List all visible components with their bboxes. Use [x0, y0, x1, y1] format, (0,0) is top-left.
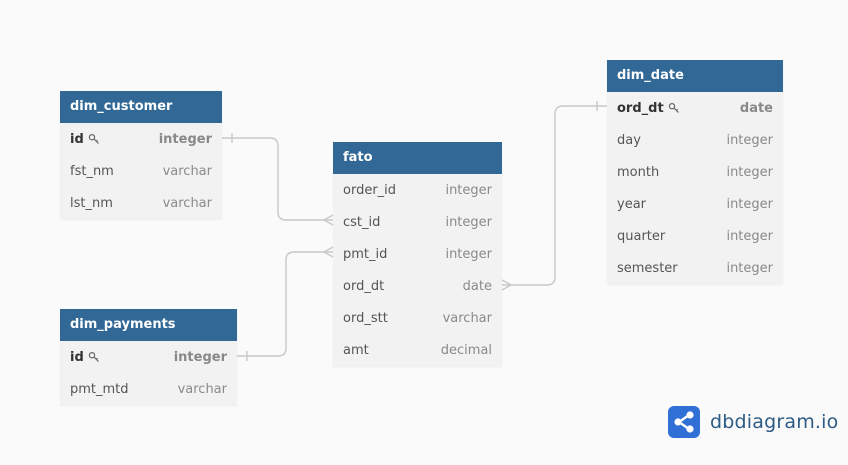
column-row[interactable]: ord_dt date — [607, 92, 783, 124]
column-name: lst_nm — [70, 196, 113, 211]
column-name-text: id — [70, 131, 84, 147]
column-row[interactable]: id integer — [60, 123, 222, 155]
column-name-text: id — [70, 349, 84, 365]
column-name: month — [617, 165, 659, 180]
column-name-text: ord_stt — [343, 310, 388, 326]
column-name: ord_stt — [343, 311, 388, 326]
column-type: integer — [726, 196, 773, 212]
column-type: integer — [445, 182, 492, 198]
column-name-text: month — [617, 164, 660, 180]
column-name: pmt_mtd — [70, 382, 129, 397]
table-header[interactable]: fato — [333, 142, 502, 174]
column-name: ord_dt — [343, 279, 384, 294]
column-row[interactable]: month integer — [607, 156, 783, 188]
key-icon — [84, 133, 100, 145]
column-type: varchar — [177, 381, 227, 397]
column-row[interactable]: cst_id integer — [333, 206, 502, 238]
table-header[interactable]: dim_payments — [60, 309, 237, 341]
column-row[interactable]: amt decimal — [333, 334, 502, 366]
column-name: day — [617, 133, 641, 148]
column-type: integer — [158, 131, 212, 147]
column-name-text: fst_nm — [70, 163, 114, 179]
column-type: varchar — [162, 163, 212, 179]
column-name: year — [617, 197, 646, 212]
column-name: id — [70, 350, 100, 365]
column-name-text: ord_dt — [617, 100, 664, 116]
column-name-text: order_id — [343, 182, 397, 198]
brand-logo[interactable]: dbdiagram.io — [668, 406, 838, 438]
column-row[interactable]: quarter integer — [607, 220, 783, 252]
column-type: varchar — [162, 195, 212, 211]
column-row[interactable]: year integer — [607, 188, 783, 220]
column-type: integer — [445, 214, 492, 230]
column-row[interactable]: semester integer — [607, 252, 783, 284]
table-columns: ord_dt date day integer month integer year inte… — [607, 92, 783, 284]
column-row[interactable]: pmt_mtd varchar — [60, 373, 237, 405]
column-name: cst_id — [343, 215, 380, 230]
column-name-text: lst_nm — [70, 195, 113, 211]
dbdiagram-logo-icon — [668, 406, 700, 438]
table-dim-payments[interactable]: dim_payments id integer pmt_mtd varchar — [60, 309, 237, 405]
column-name-text: day — [617, 132, 641, 148]
column-type: integer — [726, 260, 773, 276]
column-name: id — [70, 132, 100, 147]
key-icon — [664, 102, 680, 114]
column-name: pmt_id — [343, 247, 387, 262]
column-name-text: cst_id — [343, 214, 381, 230]
column-name: fst_nm — [70, 164, 114, 179]
column-type: date — [739, 100, 773, 116]
column-type: varchar — [442, 310, 492, 326]
relationship-fato-date[interactable] — [501, 101, 607, 291]
column-row[interactable]: ord_dt date — [333, 270, 502, 302]
column-name-text: amt — [343, 342, 369, 358]
column-name: order_id — [343, 183, 396, 198]
column-row[interactable]: fst_nm varchar — [60, 155, 222, 187]
column-type: integer — [726, 132, 773, 148]
column-type: decimal — [440, 342, 492, 358]
column-name-text: ord_dt — [343, 278, 385, 294]
relationship-payments-fato[interactable] — [237, 246, 334, 361]
column-type: integer — [173, 349, 227, 365]
column-name: amt — [343, 343, 369, 358]
table-dim-date[interactable]: dim_date ord_dt date day integer month intege… — [607, 60, 783, 284]
brand-name: dbdiagram.io — [710, 411, 839, 433]
column-type: integer — [445, 246, 492, 262]
key-icon — [84, 351, 100, 363]
column-type: date — [462, 278, 492, 294]
column-name: semester — [617, 261, 678, 276]
column-row[interactable]: lst_nm varchar — [60, 187, 222, 219]
relationship-customer-fato[interactable] — [222, 133, 334, 226]
column-name-text: pmt_mtd — [70, 381, 129, 397]
column-row[interactable]: ord_stt varchar — [333, 302, 502, 334]
column-type: integer — [726, 164, 773, 180]
column-row[interactable]: order_id integer — [333, 174, 502, 206]
table-header[interactable]: dim_customer — [60, 91, 222, 123]
column-type: integer — [726, 228, 773, 244]
column-row[interactable]: id integer — [60, 341, 237, 373]
column-name-text: pmt_id — [343, 246, 388, 262]
column-name: ord_dt — [617, 101, 680, 116]
column-name-text: year — [617, 196, 647, 212]
table-header[interactable]: dim_date — [607, 60, 783, 92]
column-row[interactable]: pmt_id integer — [333, 238, 502, 270]
column-name-text: quarter — [617, 228, 666, 244]
column-row[interactable]: day integer — [607, 124, 783, 156]
table-columns: id integer pmt_mtd varchar — [60, 341, 237, 405]
column-name: quarter — [617, 229, 665, 244]
column-name-text: semester — [617, 260, 678, 276]
